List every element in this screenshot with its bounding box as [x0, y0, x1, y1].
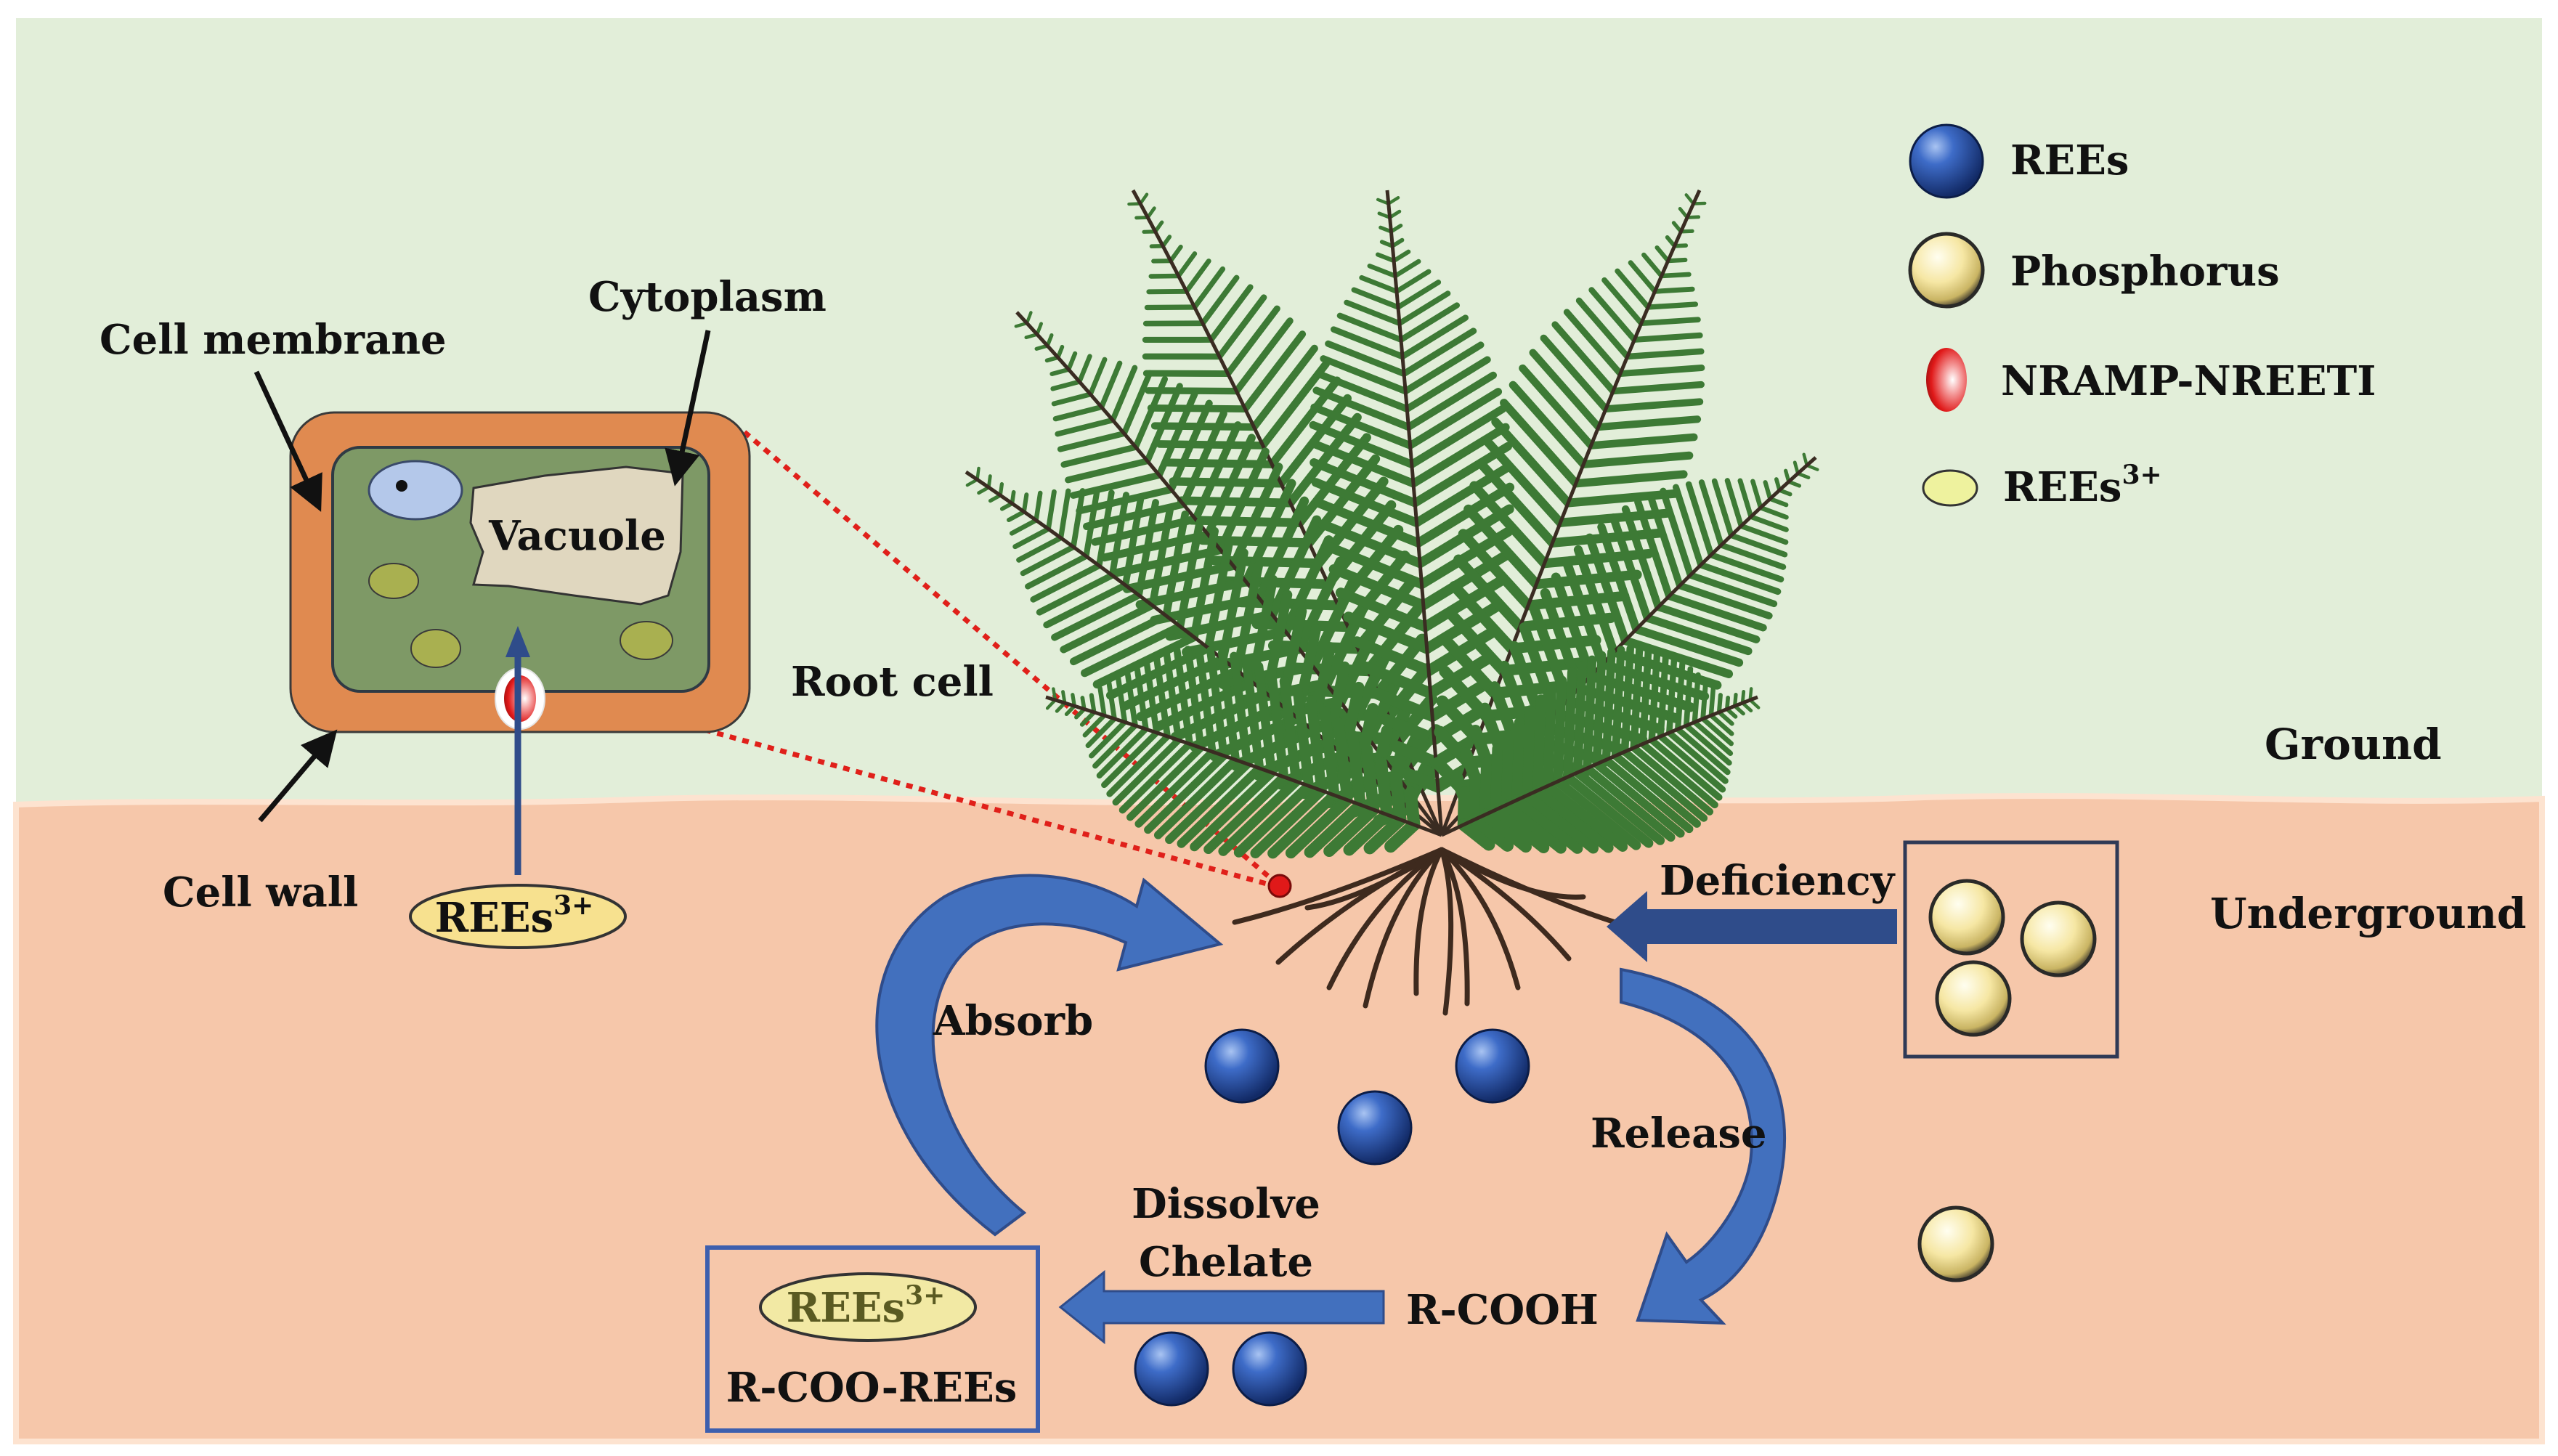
absorb-label: Absorb	[933, 997, 1093, 1045]
ree-ball	[1232, 1331, 1307, 1407]
root-strand	[1413, 847, 1445, 996]
legend-label: Phosphorus	[2010, 248, 2280, 296]
ree-ball	[1337, 1090, 1413, 1166]
uptake-arrow-head	[505, 626, 530, 657]
release-arrow	[1620, 967, 1786, 1325]
green-ellipse-icon	[1922, 469, 1978, 507]
phosphorus-ball	[2022, 903, 2095, 975]
release-label: Release	[1591, 1110, 1767, 1158]
legend-label: REEs	[2010, 137, 2129, 184]
phosphorus-ball	[1937, 962, 2010, 1035]
vacuole-label: Vacuole	[488, 512, 666, 560]
phosphorus-box	[1903, 840, 2119, 1059]
fern-roots	[1232, 847, 1623, 1016]
ree-ion-badge: REEs3+	[409, 884, 627, 949]
blue-ball-icon	[1909, 123, 1984, 199]
fern-plant	[965, 189, 1819, 859]
fern-frond	[1045, 646, 1442, 859]
nucleolus	[396, 480, 407, 492]
ground-label: Ground	[2265, 720, 2442, 769]
root-strand	[1439, 847, 1470, 1006]
legend-label: NRAMP-NREETI	[2001, 357, 2376, 405]
fern-frond	[1440, 645, 1761, 854]
legend: REEs Phosphorus NRAMP-NREETI REEs3+	[1909, 123, 2376, 511]
complex-ion-label: REEs3+	[787, 1280, 946, 1332]
root-strand	[1439, 847, 1454, 1016]
zoom-line-bottom	[704, 727, 1280, 890]
root-strand	[1304, 847, 1445, 911]
root-cell-label: Root cell	[791, 658, 994, 706]
root-strand	[1232, 847, 1445, 925]
ree-ball	[1455, 1028, 1530, 1104]
deficiency-arrow	[1607, 891, 1897, 962]
root-strand	[1439, 847, 1521, 991]
absorb-arrow	[875, 874, 1224, 1237]
complex-ion-badge	[759, 1272, 977, 1342]
cytoplasm-pointer	[665, 330, 711, 487]
root-strand	[1439, 847, 1586, 900]
cell-membrane-label: Cell membrane	[100, 316, 447, 364]
ree-ball	[1204, 1028, 1280, 1104]
red-droplet-icon	[1926, 348, 1967, 412]
nucleus	[368, 460, 463, 521]
chloroplast	[368, 563, 419, 599]
phosphorus-ball	[1920, 1208, 1992, 1280]
root-cell	[289, 411, 751, 875]
phosphorus-ball	[1930, 881, 2003, 953]
root-contact-point	[1267, 874, 1292, 898]
underground-label: Underground	[2210, 889, 2526, 938]
cell-membrane-pointer	[253, 370, 322, 512]
vacuole	[469, 465, 684, 606]
cell-wall-label: Cell wall	[163, 869, 358, 916]
rcooh-label: R-COOH	[1406, 1286, 1599, 1334]
complex-box	[705, 1245, 1040, 1433]
chelate-arrow	[1058, 1269, 1385, 1345]
complex-label: R-COO-REEs	[726, 1364, 1018, 1412]
cell-wall-pointer	[258, 729, 338, 823]
chloroplast	[410, 629, 461, 668]
chelate-label: Chelate	[1139, 1238, 1313, 1286]
chloroplast	[620, 621, 673, 660]
root-strand	[1363, 847, 1445, 1009]
cytoplasm-label: Cytoplasm	[588, 273, 827, 321]
legend-label: REEs3+	[2003, 460, 2162, 511]
deficiency-label: Deficiency	[1660, 857, 1896, 905]
yellow-ball-icon	[1910, 234, 1983, 306]
ree-ion-label: REEs3+	[435, 890, 594, 942]
ree-ball	[1134, 1331, 1209, 1407]
dissolve-label: Dissolve	[1132, 1180, 1320, 1228]
